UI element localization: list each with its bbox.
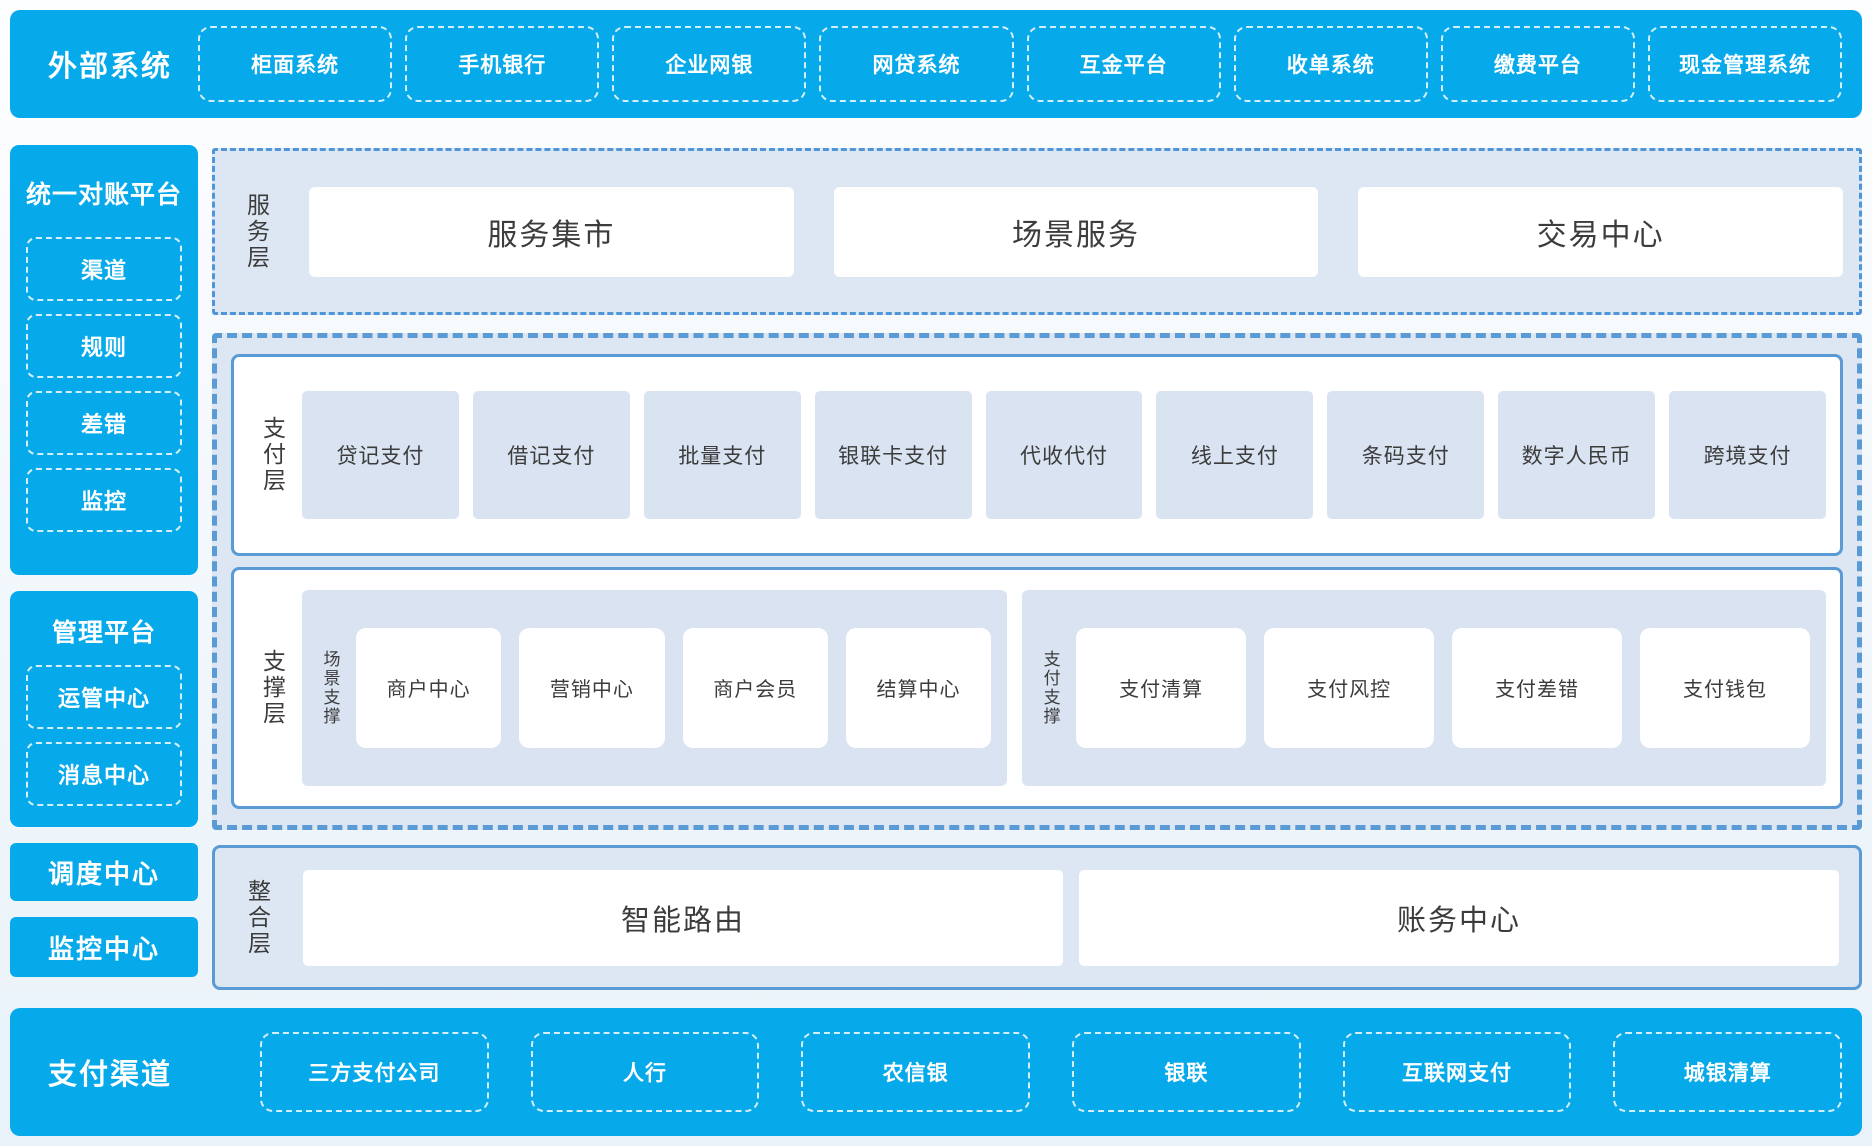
integration-layer: 整合层 智能路由账务中心: [212, 845, 1862, 990]
payment-layer-label: 支付层: [259, 415, 286, 494]
reconciliation-platform-items: 渠道规则差错监控: [10, 237, 198, 532]
integration-layer-label: 整合层: [244, 878, 271, 957]
management-platform-block: 管理平台 运管中心消息中心: [10, 591, 198, 827]
management-node: 运管中心: [26, 665, 182, 729]
reconciliation-node: 渠道: [26, 237, 182, 301]
scene-support-node: 商户会员: [682, 627, 828, 748]
payment-support-node: 支付清算: [1076, 627, 1247, 748]
integration-layer-items: 智能路由账务中心: [303, 869, 1839, 966]
payment-channel-node: 城银清算: [1613, 1032, 1843, 1112]
payment-support-items: 支付清算支付风控支付差错支付钱包: [1076, 627, 1811, 748]
service-node: 场景服务: [833, 186, 1319, 277]
scheduling-center-block: 调度中心: [10, 843, 198, 901]
payment-channel-node: 三方支付公司: [260, 1032, 489, 1112]
payment-support-label: 支付支撑: [1040, 649, 1060, 726]
management-platform-items: 运管中心消息中心: [10, 665, 198, 806]
reconciliation-platform-title: 统一对账平台: [25, 181, 182, 209]
payment-support-group: 支付支撑 支付清算支付风控支付差错支付钱包: [1022, 589, 1826, 786]
payment-channels-title: 支付渠道: [48, 1059, 173, 1091]
integration-node: 账务中心: [1079, 869, 1839, 966]
payment-node: 线上支付: [1156, 390, 1314, 519]
monitoring-center-block: 监控中心: [10, 917, 198, 977]
scene-support-label: 场景支撑: [320, 649, 340, 726]
payment-node: 条码支付: [1327, 390, 1485, 519]
layers-area: 服务层 服务集市场景服务交易中心 支付层 贷记支付借记支付批量支付银联卡支付代收…: [212, 148, 1862, 990]
external-system-node: 手机银行: [405, 26, 600, 102]
payment-channel-node: 互联网支付: [1342, 1032, 1572, 1112]
scene-support-items: 商户中心营销中心商户会员结算中心: [356, 627, 992, 748]
external-system-node: 互金平台: [1026, 26, 1221, 102]
scene-support-node: 商户中心: [356, 627, 502, 748]
integration-node: 智能路由: [303, 869, 1063, 966]
reconciliation-platform-block: 统一对账平台 渠道规则差错监控: [10, 145, 198, 575]
external-system-node: 网贷系统: [819, 26, 1014, 102]
external-systems-bar: 外部系统 柜面系统手机银行企业网银网贷系统互金平台收单系统缴费平台现金管理系统: [10, 10, 1862, 118]
external-system-node: 缴费平台: [1440, 26, 1635, 102]
service-node: 交易中心: [1358, 186, 1844, 277]
reconciliation-node: 规则: [26, 314, 182, 378]
payment-node: 贷记支付: [302, 390, 459, 519]
payment-channel-node: 银联: [1072, 1032, 1301, 1112]
payment-node: 代收代付: [985, 390, 1143, 519]
service-layer: 服务层 服务集市场景服务交易中心: [212, 148, 1862, 315]
payment-layer: 支付层 贷记支付借记支付批量支付银联卡支付代收代付线上支付条码支付数字人民币跨境…: [231, 354, 1843, 556]
payment-support-node: 支付钱包: [1640, 627, 1811, 748]
external-system-node: 柜面系统: [198, 26, 393, 102]
support-layer-groups: 场景支撑 商户中心营销中心商户会员结算中心 支付支撑 支付清算支付风控支付差错支…: [302, 589, 1826, 786]
scene-support-group: 场景支撑 商户中心营销中心商户会员结算中心: [302, 589, 1008, 786]
scene-support-node: 营销中心: [519, 627, 665, 748]
payment-node: 批量支付: [643, 390, 801, 519]
payment-node: 借记支付: [472, 390, 630, 519]
payment-node: 银联卡支付: [814, 390, 972, 519]
payment-channel-node: 农信银: [801, 1032, 1031, 1112]
payment-node: 跨境支付: [1669, 390, 1827, 519]
payment-node: 数字人民币: [1498, 390, 1656, 519]
external-systems-items: 柜面系统手机银行企业网银网贷系统互金平台收单系统缴费平台现金管理系统: [198, 26, 1843, 102]
left-platform-column: 统一对账平台 渠道规则差错监控 管理平台 运管中心消息中心 调度中心 监控中心: [10, 145, 198, 977]
payment-layer-items: 贷记支付借记支付批量支付银联卡支付代收代付线上支付条码支付数字人民币跨境支付: [302, 390, 1827, 519]
service-node: 服务集市: [309, 186, 794, 277]
service-layer-label: 服务层: [243, 192, 270, 271]
payment-channels-items: 三方支付公司人行农信银银联互联网支付城银清算: [260, 1032, 1843, 1112]
scene-support-node: 结算中心: [845, 627, 992, 748]
external-system-node: 收单系统: [1233, 26, 1428, 102]
reconciliation-node: 差错: [26, 391, 182, 455]
payment-channels-bar: 支付渠道 三方支付公司人行农信银银联互联网支付城银清算: [10, 1008, 1862, 1136]
support-layer: 支撑层 场景支撑 商户中心营销中心商户会员结算中心 支付支撑 支付清算支付风控支…: [231, 566, 1843, 809]
service-layer-items: 服务集市场景服务交易中心: [309, 186, 1844, 277]
external-system-node: 企业网银: [612, 26, 807, 102]
support-layer-label: 支撑层: [259, 648, 286, 727]
payment-support-node: 支付差错: [1452, 627, 1623, 748]
reconciliation-node: 监控: [26, 468, 182, 532]
external-systems-title: 外部系统: [48, 51, 173, 83]
external-system-node: 现金管理系统: [1647, 26, 1843, 102]
management-platform-title: 管理平台: [51, 619, 156, 647]
management-node: 消息中心: [26, 742, 182, 806]
payment-support-node: 支付风控: [1264, 627, 1435, 748]
payment-support-container: 支付层 贷记支付借记支付批量支付银联卡支付代收代付线上支付条码支付数字人民币跨境…: [212, 333, 1862, 830]
payment-channel-node: 人行: [530, 1032, 760, 1112]
